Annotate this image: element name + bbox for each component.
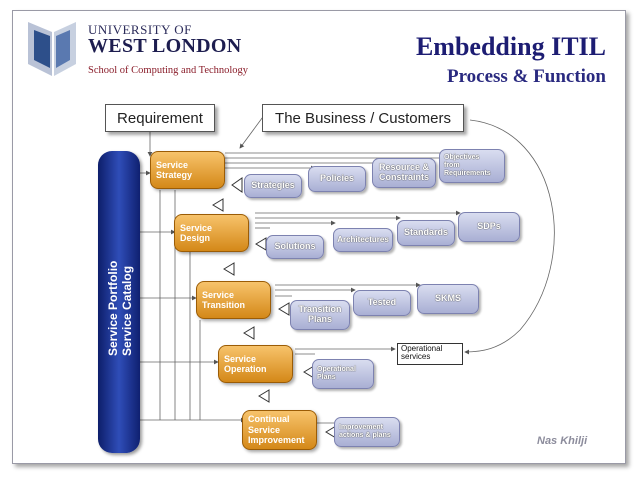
- stage-service-operation: Service Operation: [218, 345, 293, 383]
- output-architectures: Architectures: [333, 228, 393, 252]
- requirement-box: Requirement: [105, 104, 215, 132]
- output-skms: SKMS: [417, 284, 479, 314]
- stage-continual-service-improvement: Continual Service Improvement: [242, 410, 317, 450]
- slide-subtitle: Process & Function: [446, 66, 606, 87]
- output-policies: Policies: [308, 166, 366, 192]
- university-name: WEST LONDON: [88, 35, 242, 57]
- stage-service-transition: Service Transition: [196, 281, 271, 319]
- output-strategies: Strategies: [244, 174, 302, 198]
- business-customers-box: The Business / Customers: [262, 104, 464, 132]
- stage-service-design: Service Design: [174, 214, 249, 252]
- author-credit: Nas Khilji: [537, 435, 588, 447]
- output-sdps: SDPs: [458, 212, 520, 242]
- university-logo-icon: [28, 22, 76, 76]
- output-improvement-actions: Improvement actions & plans: [334, 417, 400, 447]
- output-operational-services: Operational services: [397, 343, 463, 365]
- output-solutions: Solutions: [266, 235, 324, 259]
- output-objectives: Objectives from Requirements: [439, 149, 505, 183]
- output-tested: Tested: [353, 290, 411, 316]
- school-name: School of Computing and Technology: [88, 65, 249, 76]
- service-portfolio-bar: [98, 151, 140, 453]
- requirement-label: Requirement: [117, 109, 203, 127]
- output-resource-constraints: Resource & Constraints: [372, 158, 436, 188]
- slide-title: Embedding ITIL: [415, 32, 606, 61]
- output-transition-plans: Transition Plans: [290, 300, 350, 330]
- service-portfolio-label: Service Portfolio: [106, 260, 120, 356]
- service-catalog-label: Service Catalog: [120, 265, 134, 356]
- stage-service-strategy: Service Strategy: [150, 151, 225, 189]
- business-customers-label: The Business / Customers: [275, 109, 451, 127]
- output-standards: Standards: [397, 220, 455, 246]
- output-operational-plans: Operational Plans: [312, 359, 374, 389]
- university-prefix: UNIVERSITY OF: [88, 22, 192, 37]
